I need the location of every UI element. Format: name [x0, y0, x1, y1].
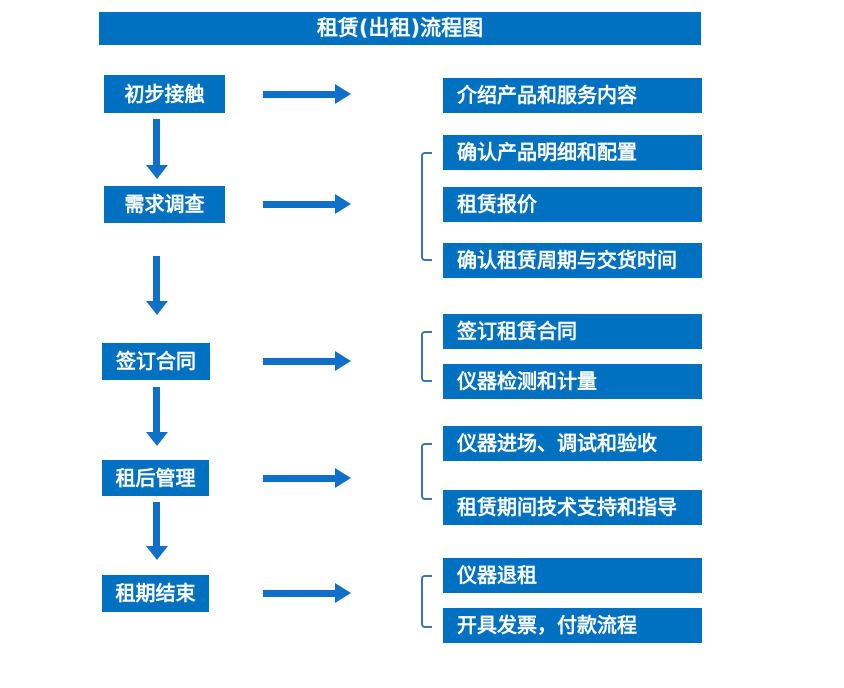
right-arrow-icon: [263, 194, 351, 214]
detail-confirm-product-specs: 确认产品明细和配置: [443, 135, 702, 170]
down-arrow-icon: [146, 387, 168, 446]
step-lease-end: 租期结束: [102, 575, 209, 612]
step-initial-contact: 初步接触: [104, 75, 225, 113]
detail-intro-products-services: 介绍产品和服务内容: [443, 78, 702, 113]
group-bracket: [421, 575, 432, 628]
detail-lease-tech-support: 租赁期间技术支持和指导: [443, 490, 702, 525]
step-contract-signing: 签订合同: [102, 343, 210, 380]
down-arrow-icon: [146, 502, 168, 560]
detail-rental-quotation: 租赁报价: [443, 187, 702, 222]
detail-invoice-payment-process: 开具发票，付款流程: [443, 608, 702, 643]
down-arrow-icon: [146, 119, 168, 179]
right-arrow-icon: [263, 351, 351, 371]
detail-instrument-test-calibration: 仪器检测和计量: [443, 364, 702, 399]
step-post-lease-management: 租后管理: [102, 460, 209, 496]
group-bracket: [421, 443, 432, 500]
detail-instrument-return: 仪器退租: [443, 558, 702, 593]
detail-sign-lease-contract: 签订租赁合同: [443, 314, 702, 349]
group-bracket: [421, 152, 432, 261]
group-bracket: [421, 331, 432, 382]
detail-instrument-setup-acceptance: 仪器进场、调试和验收: [443, 426, 702, 461]
step-needs-survey: 需求调查: [104, 186, 225, 223]
detail-confirm-lease-term-delivery: 确认租赁周期与交货时间: [443, 243, 702, 278]
flowchart-title: 租赁(出租)流程图: [99, 12, 701, 45]
right-arrow-icon: [263, 84, 351, 104]
right-arrow-icon: [263, 583, 351, 603]
right-arrow-icon: [263, 468, 351, 488]
down-arrow-icon: [146, 256, 168, 315]
